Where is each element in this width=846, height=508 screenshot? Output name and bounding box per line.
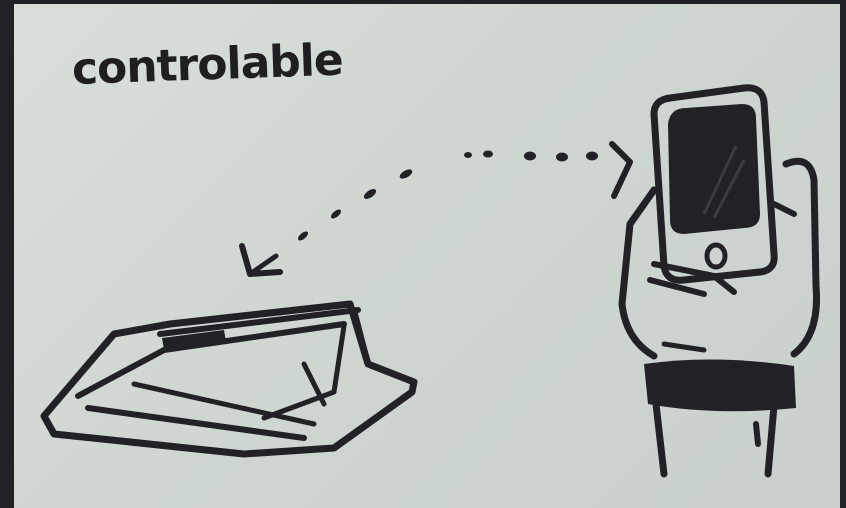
sketch-label: controlable (71, 39, 343, 92)
device-sketch-icon (44, 304, 414, 454)
dotted-arrow-icon (242, 144, 630, 274)
sketch-paper: controlable (14, 4, 840, 508)
phone-in-hand-icon (622, 88, 817, 474)
